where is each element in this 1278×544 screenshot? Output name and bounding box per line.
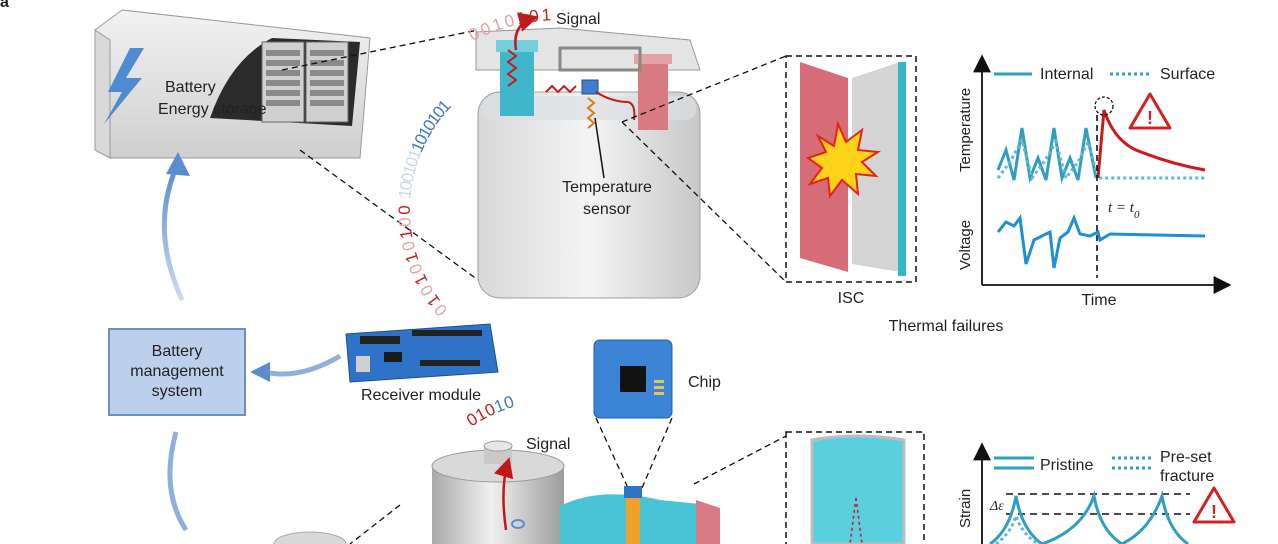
storage-label-line2: Energy storage	[158, 101, 267, 118]
energy-storage-container	[94, 9, 371, 159]
t-equals-label: t = t0	[1108, 200, 1140, 221]
cycle-arrows	[161, 152, 342, 532]
bit-digit: 1	[395, 188, 415, 199]
bit-digit: 0	[502, 11, 516, 32]
bit-digit: 0	[398, 171, 419, 184]
fracture-panel	[785, 431, 925, 544]
bit-digit: 0	[396, 179, 416, 191]
isc-label: ISC	[838, 290, 865, 307]
panel-letter: a	[0, 0, 9, 11]
isc-panel	[785, 55, 917, 283]
ylabel-temperature: Temperature	[957, 88, 974, 172]
bit-digit: 1	[515, 8, 528, 28]
strain-chart: !	[973, 442, 1236, 544]
t-equals-sub: 0	[1134, 209, 1140, 221]
delta-strain-label: Δε	[989, 499, 1004, 514]
bms-label: Battery management system	[130, 343, 224, 400]
chip-callout	[593, 339, 673, 489]
temp-sensor-label-line1: Temperature	[562, 179, 652, 196]
thermal-failures-label: Thermal failures	[889, 318, 1004, 335]
legend-internal: Internal	[1040, 66, 1093, 83]
sensor-chip	[581, 79, 599, 95]
receiver-board	[345, 323, 499, 383]
storage-label-line1: Battery	[165, 79, 216, 96]
legend-surface: Surface	[1160, 66, 1215, 83]
temperature-voltage-chart: !	[973, 54, 1232, 294]
svg-text:!: !	[1211, 502, 1217, 522]
legend-preset-line2: fracture	[1160, 468, 1214, 485]
temp-sensor-label-line2: sensor	[583, 201, 632, 218]
bit-digit: 0	[528, 6, 540, 26]
battery-management-system-box: Battery management system	[108, 328, 246, 416]
warning-triangle-icon: !	[1192, 486, 1236, 524]
legend-preset-line1: Pre-set	[1160, 449, 1212, 466]
chip-label: Chip	[688, 374, 721, 391]
bit-digit: 1	[399, 163, 420, 177]
tab-right	[634, 54, 672, 130]
bit-digit: 0	[395, 205, 414, 214]
bit-digit: 0	[395, 217, 415, 228]
battery-rack	[261, 41, 349, 123]
signal-label-top: Signal	[556, 11, 600, 28]
bit-digit: 1	[396, 228, 416, 240]
ylabel-voltage: Voltage	[957, 220, 974, 270]
xlabel-time: Time	[1082, 292, 1117, 309]
receiver-label: Receiver module	[361, 387, 481, 404]
svg-text:!: !	[1147, 108, 1153, 128]
cell-partial-bottom-left	[273, 531, 347, 544]
lightning-bolt-icon	[104, 48, 144, 124]
cylindrical-cell	[349, 435, 787, 544]
warning-triangle-icon: !	[1128, 92, 1172, 130]
legend-pristine: Pristine	[1040, 457, 1093, 474]
bit-digit: 0	[398, 239, 419, 253]
strain-ylabel: Strain	[957, 489, 974, 528]
tab-left	[496, 40, 538, 116]
bit-digit: 1	[541, 5, 552, 25]
t-equals-main: t = t	[1108, 200, 1135, 216]
signal-label-bottom: Signal	[526, 436, 570, 453]
pouch-cell	[475, 12, 701, 299]
explosion-icon	[805, 120, 882, 199]
